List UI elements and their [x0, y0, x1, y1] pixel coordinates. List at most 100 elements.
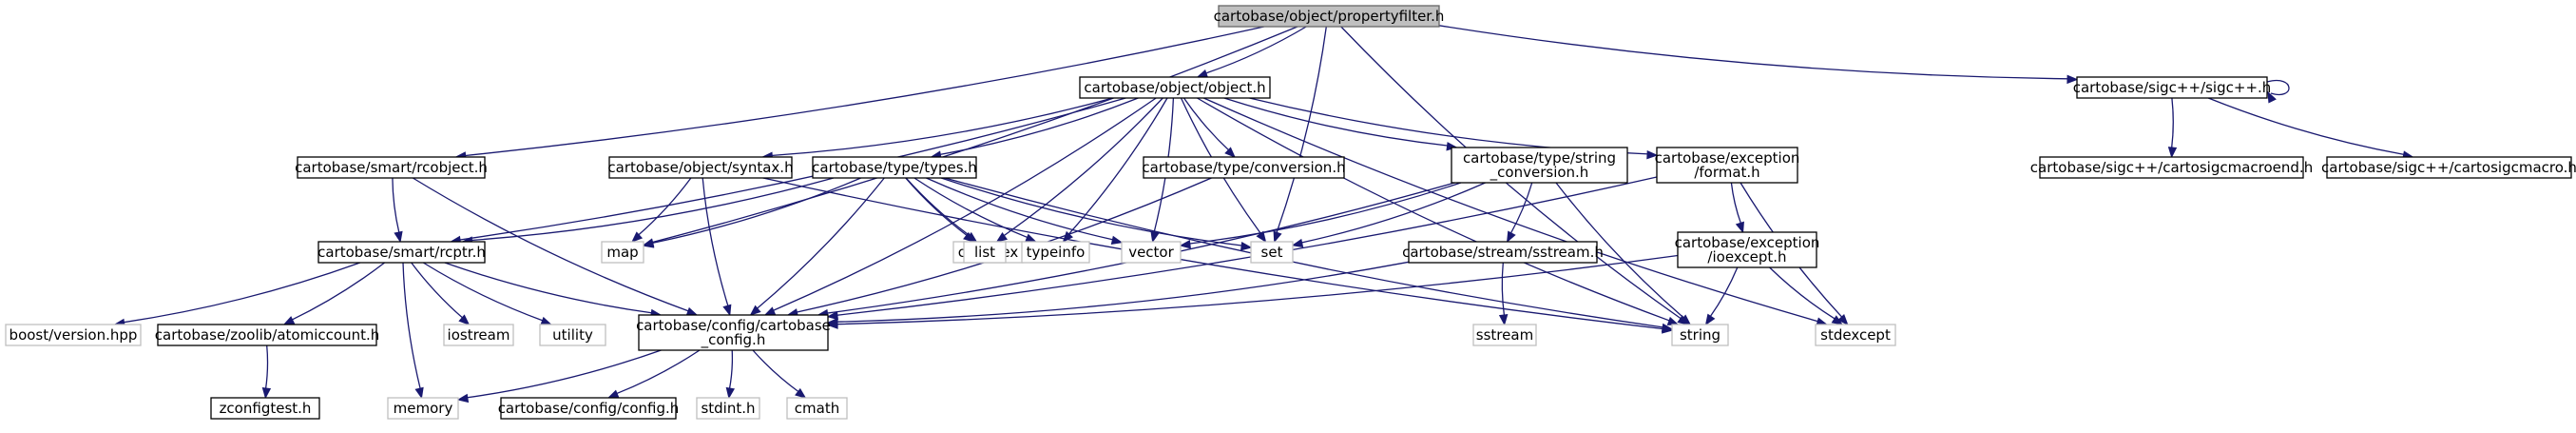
node-box: [500, 397, 677, 420]
node-label: typeinfo: [1027, 244, 1086, 261]
node-types[interactable]: cartobase/type/types.h: [812, 156, 977, 179]
node-map: map: [601, 241, 644, 264]
arrowhead: [1196, 69, 1209, 78]
edges-layer: [113, 25, 2414, 403]
node-label: list: [974, 244, 995, 261]
node-cartoconfig[interactable]: cartobase/config/cartobase_config.h: [636, 314, 831, 351]
arrowhead: [722, 304, 732, 317]
edge-sstream_h-to-sstream: [1498, 262, 1509, 326]
edge-ioexcept-to-stdexcept: [1769, 266, 1844, 325]
edge-line: [422, 262, 544, 322]
node-syntax[interactable]: cartobase/object/syntax.h: [607, 156, 794, 179]
edge-line: [772, 97, 1157, 312]
node-propertyfilter[interactable]: cartobase/object/propertyfilter.h: [1214, 5, 1445, 28]
edge-line: [1555, 182, 1685, 319]
arrowhead: [1110, 235, 1124, 246]
edge-line: [471, 177, 835, 242]
edge-types-to-list: [905, 177, 975, 243]
edge-object-to-stdexcept: [1203, 97, 1828, 326]
node-sstream_h[interactable]: cartobase/stream/sstream.h: [1402, 241, 1604, 264]
node-rcptr[interactable]: cartobase/smart/rcptr.h: [317, 241, 486, 264]
arrowhead: [1025, 233, 1037, 243]
arrowhead: [826, 310, 838, 321]
edge-stringconv-to-sstream_h: [1506, 182, 1533, 244]
arrowhead: [1831, 315, 1844, 325]
node-box: [1250, 241, 1294, 264]
arrowhead: [458, 314, 471, 325]
edge-line: [762, 177, 1664, 330]
node-box: [963, 241, 1007, 264]
edge-line: [392, 177, 400, 234]
arrowhead: [2167, 147, 2178, 159]
edge-line: [702, 177, 729, 307]
arrowhead: [1646, 149, 1659, 160]
edge-object-to-list: [995, 97, 1163, 243]
edge-rcptr-to-iostream: [411, 262, 471, 325]
node-label: stdint.h: [701, 400, 755, 417]
node-box: [443, 324, 514, 346]
node-box: [1121, 241, 1182, 264]
edge-line: [651, 26, 1298, 244]
edge-rcptr-to-cartoconfig: [444, 262, 663, 319]
node-label: cartobase/stream/sstream.h: [1402, 244, 1604, 261]
node-label: cartobase/object/propertyfilter.h: [1214, 8, 1445, 25]
edge-line: [1300, 182, 1486, 244]
edge-rcobject-to-rcptr: [392, 177, 403, 244]
node-box: [5, 324, 142, 346]
edge-cartoconfig-to-config: [606, 349, 701, 399]
edge-sstream_h-to-cartoconfig: [826, 261, 1410, 327]
node-typeinfo: typeinfo: [1021, 241, 1090, 264]
node-zconfigtest[interactable]: zconfigtest.h: [210, 397, 320, 420]
node-macroend[interactable]: cartobase/sigc++/cartosigcmacroend.h: [2030, 156, 2313, 179]
node-utility: utility: [539, 324, 606, 346]
edge-line: [2170, 97, 2174, 149]
arrowhead: [1837, 314, 1849, 325]
edge-types-to-vector: [926, 177, 1124, 246]
arrowhead: [456, 393, 470, 403]
edge-line: [1730, 182, 1742, 225]
arrowhead: [1661, 323, 1674, 333]
node-label: cartobase/type/conversion.h: [1142, 159, 1345, 176]
edge-format-to-cartoconfig: [826, 176, 1658, 321]
edge-line: [466, 349, 662, 399]
arrowhead: [1498, 314, 1509, 326]
node-object[interactable]: cartobase/object/object.h: [1079, 76, 1271, 99]
node-box: [297, 156, 486, 179]
node-box: [157, 324, 377, 346]
arrowhead: [642, 239, 655, 248]
node-box: [1671, 324, 1729, 346]
node-rcobject[interactable]: cartobase/smart/rcobject.h: [295, 156, 488, 179]
node-box: [1021, 241, 1090, 264]
arrowhead: [394, 230, 403, 244]
edge-rcptr-to-utility: [422, 262, 552, 325]
node-label: cartobase/type/types.h: [812, 159, 977, 176]
edge-sigcpp-to-macro: [2207, 97, 2414, 160]
edge-line: [836, 261, 1410, 323]
edge-cartoconfig-to-stdint: [725, 349, 736, 400]
arrowhead: [763, 306, 777, 316]
node-box: [1677, 231, 1817, 268]
node-conversion[interactable]: cartobase/type/conversion.h: [1142, 156, 1346, 179]
edge-rcptr-to-memory: [402, 262, 424, 400]
node-ioexcept[interactable]: cartobase/exception/ioexcept.h: [1675, 231, 1820, 268]
node-label: /format.h: [1694, 164, 1759, 181]
arrowhead: [2267, 90, 2277, 104]
node-atomiccount[interactable]: cartobase/zoolib/atomiccount.h: [155, 324, 379, 346]
node-macro[interactable]: cartobase/sigc++/cartosigcmacro.h: [2321, 156, 2576, 179]
node-label: cartobase/zoolib/atomiccount.h: [155, 326, 379, 344]
node-label: iostream: [448, 326, 510, 344]
node-stringconv[interactable]: cartobase/type/string_conversion.h: [1451, 147, 1628, 184]
node-format[interactable]: cartobase/exception/format.h: [1655, 147, 1800, 184]
node-sigcpp[interactable]: cartobase/sigc++/sigc++.h: [2073, 76, 2272, 99]
edge-propertyfilter-to-sigcpp: [1438, 25, 2079, 85]
node-label: string: [1680, 326, 1721, 344]
arrowhead: [414, 386, 424, 400]
edge-ioexcept-to-string: [1704, 266, 1739, 326]
edge-line: [940, 177, 1243, 246]
edge-line: [1182, 97, 1230, 151]
node-box: [1218, 5, 1440, 28]
arrowhead: [1179, 239, 1191, 249]
node-config[interactable]: cartobase/config/config.h: [498, 397, 680, 420]
node-vector: vector: [1121, 241, 1182, 264]
node-label: set: [1261, 244, 1283, 261]
